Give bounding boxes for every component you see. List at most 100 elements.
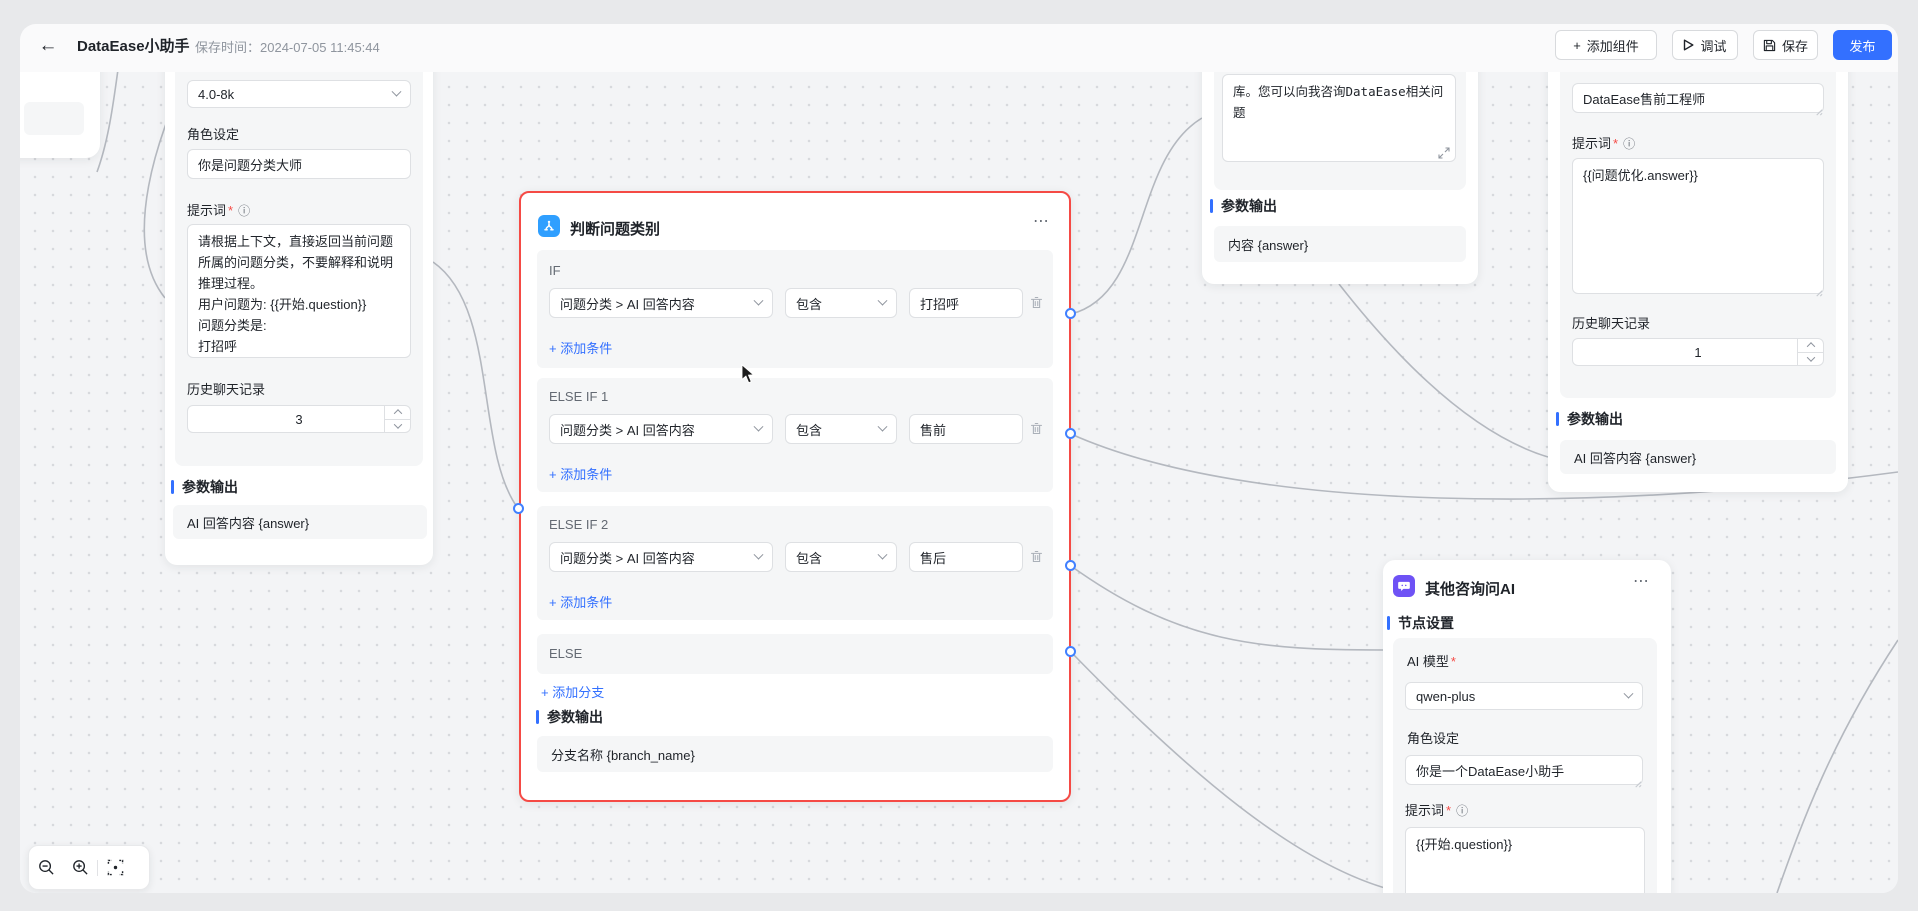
condition-op-select[interactable]: 包含 xyxy=(785,542,897,572)
history-count-value: 3 xyxy=(295,411,303,427)
stepper-up-icon xyxy=(385,406,410,419)
ai-model-value: qwen-plus xyxy=(1416,688,1476,704)
resize-handle-icon[interactable] xyxy=(1814,284,1845,489)
output-port-elseif1[interactable] xyxy=(1065,428,1076,439)
more-menu-icon[interactable]: ⋯ xyxy=(1033,213,1050,230)
edge xyxy=(1070,565,1384,651)
mouse-cursor xyxy=(739,363,757,389)
condition-op-select[interactable]: 包含 xyxy=(785,288,897,318)
history-count-stepper[interactable]: 1 xyxy=(1572,338,1824,366)
edge xyxy=(1070,651,1406,893)
branch-label: ELSE IF 1 xyxy=(549,389,609,404)
condition-field-select[interactable]: 问题分类 > AI 回答内容 xyxy=(549,542,773,572)
condition-op-select[interactable]: 包含 xyxy=(785,414,897,444)
ai-model-select[interactable]: qwen-plus xyxy=(1405,682,1643,710)
output-port-else[interactable] xyxy=(1065,646,1076,657)
save-button[interactable]: 保存 xyxy=(1753,30,1818,60)
branch-label: ELSE IF 2 xyxy=(549,517,609,532)
required-mark: * xyxy=(1613,136,1619,151)
partial-node-card[interactable] xyxy=(20,72,100,158)
stepper-up-icon xyxy=(1798,339,1823,352)
divider xyxy=(97,859,98,876)
ai-model-label: AI 模型* xyxy=(1407,654,1456,669)
save-time-text: 保存时间：2024-07-05 11:45:44 xyxy=(195,40,380,55)
prompt-textarea[interactable]: {{问题优化.answer}} xyxy=(1572,158,1824,294)
classify-node-card[interactable]: 4.0-8k 角色设定 你是问题分类大师 提示词*ⓘ 请根据上下文，直接返回当前… xyxy=(165,72,433,565)
section-bar xyxy=(171,480,174,494)
edge xyxy=(96,72,119,173)
condition-value-input[interactable]: 售后 xyxy=(909,542,1023,572)
judge-node-card[interactable]: 判断问题类别 ⋯ IF 问题分类 > AI 回答内容 包含 打招呼 + 添加条件 xyxy=(519,191,1071,802)
output-section-title: 参数输出 xyxy=(536,707,603,727)
more-menu-icon[interactable]: ⋯ xyxy=(1633,573,1650,590)
role-input[interactable]: 你是问题分类大师 xyxy=(187,149,411,179)
output-port-if[interactable] xyxy=(1065,308,1076,319)
resize-handle-icon[interactable] xyxy=(1814,103,1845,489)
stepper-buttons[interactable] xyxy=(1797,339,1823,365)
debug-button[interactable]: 调试 xyxy=(1672,30,1738,60)
reply-node-card[interactable]: 库。您可以向我咨询DataEase相关问题 参数输出 内容 {answer} xyxy=(1202,72,1478,284)
resize-handle-icon[interactable] xyxy=(1633,775,1668,893)
history-label: 历史聊天记录 xyxy=(1572,316,1651,331)
condition-field-select[interactable]: 问题分类 > AI 回答内容 xyxy=(549,414,773,444)
chevron-down-icon xyxy=(877,421,888,432)
add-component-button[interactable]: + 添加组件 xyxy=(1555,30,1657,60)
prompt-textarea[interactable]: {{开始.question}} xyxy=(1405,827,1645,893)
section-bar xyxy=(1387,616,1390,630)
expand-icon[interactable] xyxy=(1438,146,1450,164)
add-condition-link[interactable]: + 添加条件 xyxy=(549,595,613,610)
prompt-label: 提示词*ⓘ xyxy=(1405,803,1469,818)
node-title: 判断问题类别 xyxy=(570,221,661,238)
prompt-textarea[interactable]: 请根据上下文，直接返回当前问题 所属的问题分类，不要解释和说明 推理过程。 用户… xyxy=(187,224,411,358)
debug-label: 调试 xyxy=(1700,38,1727,54)
flow-canvas[interactable]: 4.0-8k 角色设定 你是问题分类大师 提示词*ⓘ 请根据上下文，直接返回当前… xyxy=(20,72,1898,893)
chevron-down-icon xyxy=(753,549,764,560)
elseif2-branch-block: ELSE IF 2 问题分类 > AI 回答内容 包含 售后 + 添加条件 xyxy=(537,506,1053,620)
trash-icon[interactable] xyxy=(1029,295,1044,310)
role-label: 角色设定 xyxy=(187,127,240,142)
else-branch-block: ELSE xyxy=(537,634,1053,674)
branch-label: ELSE xyxy=(549,646,583,661)
edge xyxy=(1776,639,1898,893)
other-ai-node-card[interactable]: 其他咨询问AI ⋯ 节点设置 AI 模型* qwen-plus 角色设定 你是一… xyxy=(1383,560,1671,893)
output-port-elseif2[interactable] xyxy=(1065,560,1076,571)
condition-value-input[interactable]: 售前 xyxy=(909,414,1023,444)
publish-label: 发布 xyxy=(1849,38,1876,54)
page-title: DataEase小助手 xyxy=(77,38,190,55)
canvas-zoom-toolbar xyxy=(28,845,150,890)
fit-view-button[interactable] xyxy=(98,859,132,876)
info-icon: ⓘ xyxy=(1623,137,1636,151)
role-input[interactable]: DataEase售前工程师 xyxy=(1572,83,1824,113)
output-param-pill: 内容 {answer} xyxy=(1214,226,1466,262)
condition-value-input[interactable]: 打招呼 xyxy=(909,288,1023,318)
output-param-pill: 分支名称 {branch_name} xyxy=(537,736,1053,772)
stepper-buttons[interactable] xyxy=(384,406,410,432)
zoom-in-button[interactable] xyxy=(63,859,97,876)
history-count-stepper[interactable]: 3 xyxy=(187,405,411,433)
required-mark: * xyxy=(228,203,234,218)
back-button[interactable]: ← xyxy=(38,35,58,56)
section-bar xyxy=(1556,412,1559,426)
chevron-down-icon xyxy=(877,295,888,306)
edge xyxy=(432,261,518,508)
prompt-label: 提示词*ⓘ xyxy=(187,203,251,218)
presales-node-card[interactable]: DataEase售前工程师 提示词*ⓘ {{问题优化.answer}} 历史聊天… xyxy=(1548,72,1848,492)
trash-icon[interactable] xyxy=(1029,549,1044,564)
zoom-out-button[interactable] xyxy=(29,859,63,876)
elseif1-branch-block: ELSE IF 1 问题分类 > AI 回答内容 包含 售前 + 添加条件 xyxy=(537,378,1053,492)
reply-content-textarea[interactable]: 库。您可以向我咨询DataEase相关问题 xyxy=(1222,74,1456,162)
publish-button[interactable]: 发布 xyxy=(1833,30,1892,60)
role-input[interactable]: 你是一个DataEase小助手 xyxy=(1405,755,1643,785)
model-select[interactable]: 4.0-8k xyxy=(187,80,411,108)
input-port[interactable] xyxy=(513,503,524,514)
chevron-down-icon xyxy=(1623,688,1634,699)
add-condition-link[interactable]: + 添加条件 xyxy=(549,341,613,356)
add-branch-link[interactable]: + 添加分支 xyxy=(541,685,605,700)
condition-field-select[interactable]: 问题分类 > AI 回答内容 xyxy=(549,288,773,318)
add-condition-link[interactable]: + 添加条件 xyxy=(549,467,613,482)
branch-label: IF xyxy=(549,263,561,278)
trash-icon[interactable] xyxy=(1029,421,1044,436)
output-param-pill: AI 回答内容 {answer} xyxy=(1560,440,1836,474)
save-icon xyxy=(1763,39,1776,52)
output-section-title: 参数输出 xyxy=(171,477,238,497)
